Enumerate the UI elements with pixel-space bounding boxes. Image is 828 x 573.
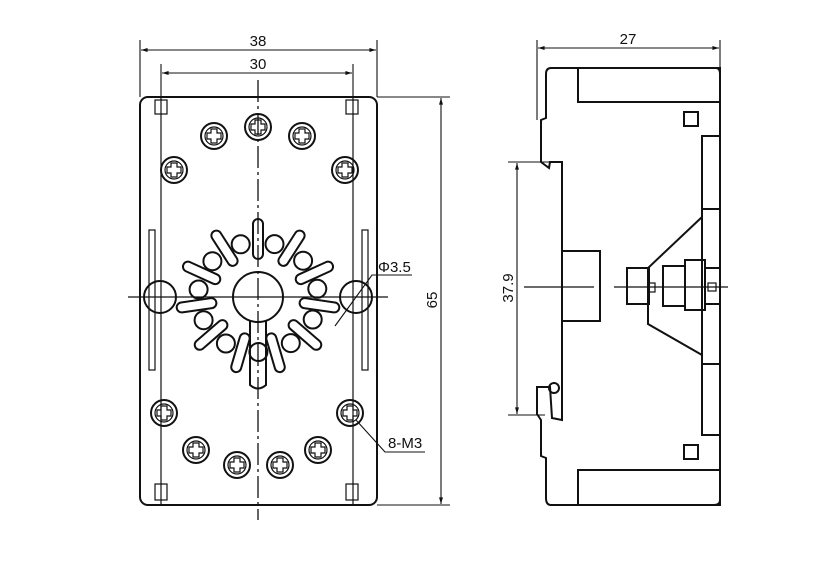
- dim-height: 65: [424, 292, 441, 309]
- terminal-screw-icon: [266, 451, 294, 479]
- side-view: 27 37.9: [500, 31, 728, 506]
- front-view: 38 30 65 Φ3.5 8-M3: [128, 33, 450, 520]
- terminal-screw-icon: [223, 451, 251, 479]
- din-rail-clip: [561, 250, 601, 322]
- terminal-screw-icon: [244, 113, 272, 141]
- socket-pin: [277, 229, 314, 271]
- socket-pin: [181, 251, 223, 286]
- terminal-screw-icon: [160, 156, 188, 184]
- socket-pin: [294, 260, 335, 299]
- dim-width-outer: 38: [250, 33, 267, 50]
- terminal-screw-icon: [331, 156, 359, 184]
- socket-pin: [175, 279, 218, 314]
- dim-width-mounting: 30: [250, 56, 267, 73]
- socket-pin: [248, 332, 286, 374]
- terminal-screw-icon: [182, 436, 210, 464]
- socket-pin: [215, 332, 251, 374]
- socket-pin: [280, 319, 323, 354]
- mounting-hole-left: [143, 280, 177, 314]
- socket-pin: [298, 297, 341, 330]
- terminal-screw-icon: [304, 436, 332, 464]
- socket-pin: [193, 310, 229, 351]
- dim-rail-height: 37.9: [500, 273, 517, 302]
- label-hole-diameter: Φ3.5: [378, 259, 411, 276]
- terminal-screw-icon: [336, 399, 364, 427]
- socket-pin: [210, 229, 251, 267]
- socket-pin-ring: [175, 218, 341, 374]
- mounting-hole-right: [339, 280, 373, 314]
- dim-depth: 27: [620, 31, 637, 48]
- socket-pin: [252, 218, 285, 260]
- center-key-hole: [232, 271, 284, 323]
- terminal-screw-icon: [200, 122, 228, 150]
- terminal-screw-icon: [150, 399, 178, 427]
- label-screws: 8-M3: [388, 435, 422, 452]
- terminal-screw-icon: [288, 122, 316, 150]
